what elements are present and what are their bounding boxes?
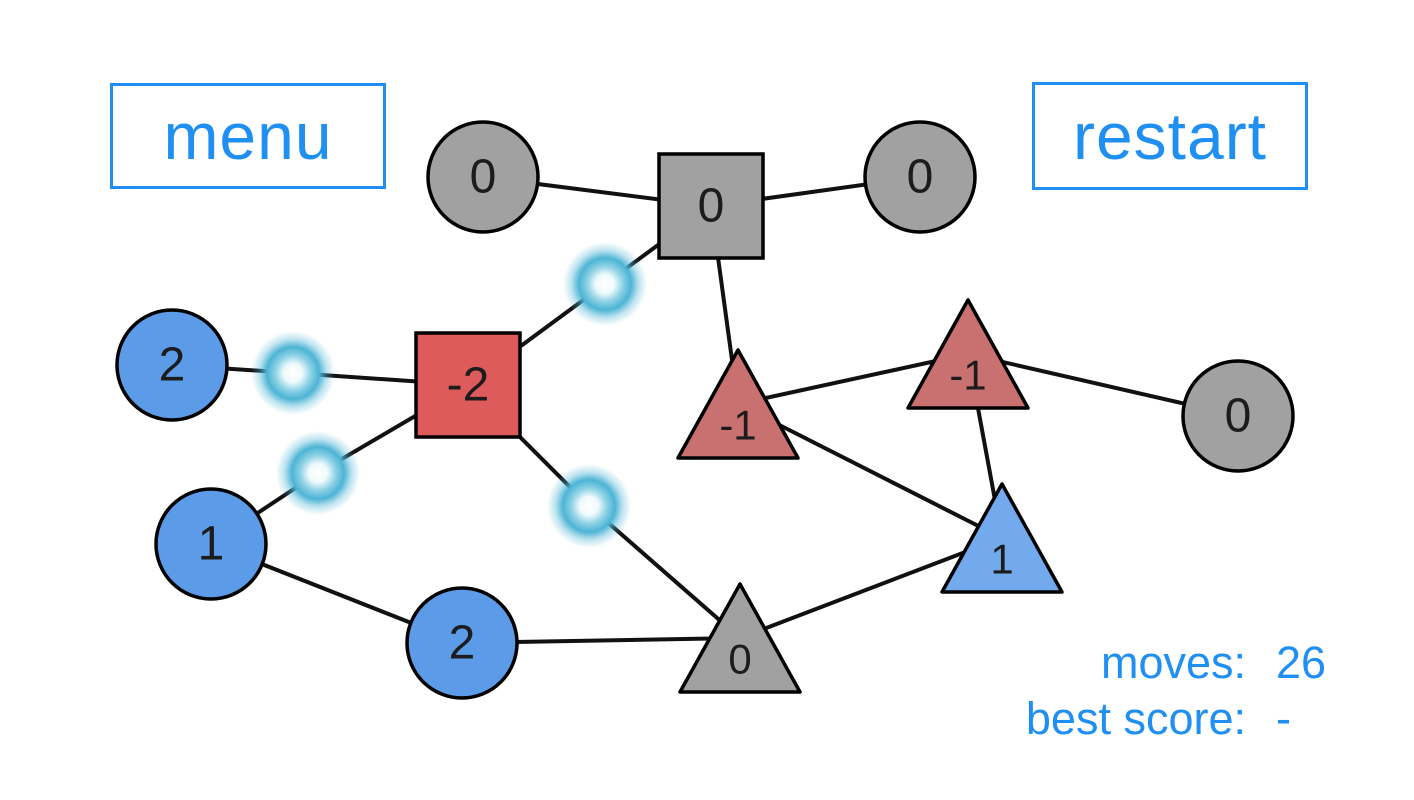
edge-gray-triangle-bottom--blue-triangle-right bbox=[739, 536, 1003, 640]
node-blue-circle-mid-left[interactable]: 1 bbox=[154, 487, 268, 601]
node-red-square-center[interactable]: -2 bbox=[414, 331, 522, 439]
circle-shape[interactable] bbox=[405, 586, 519, 700]
node-value-label: 0 bbox=[470, 151, 497, 204]
restart-button-label: restart bbox=[1072, 99, 1268, 173]
node-value-label: 1 bbox=[990, 536, 1013, 583]
node-value-label: 0 bbox=[728, 636, 751, 683]
node-value-label: -2 bbox=[447, 359, 490, 412]
best-score-label: best score: bbox=[1025, 693, 1246, 744]
node-value-label: 2 bbox=[159, 339, 186, 392]
moves-value: 26 bbox=[1276, 637, 1327, 688]
node-value-label: -1 bbox=[949, 352, 986, 399]
menu-button-label: menu bbox=[163, 99, 333, 173]
triangle-shape[interactable] bbox=[678, 582, 802, 694]
edge-red-triangle-left--red-triangle-right bbox=[737, 352, 969, 406]
edge-glow-marker bbox=[547, 464, 631, 548]
node-gray-square-top[interactable]: 0 bbox=[657, 152, 765, 260]
triangle-shape[interactable] bbox=[940, 482, 1064, 594]
square-shape[interactable] bbox=[414, 331, 522, 439]
node-value-label: 2 bbox=[449, 617, 476, 670]
node-layer: 0 0 0 2 -2 -1 -1 0 1 1 2 0 bbox=[115, 120, 1295, 700]
node-gray-circle-right[interactable]: 0 bbox=[1181, 359, 1295, 473]
moves-label: moves: bbox=[1100, 637, 1246, 688]
node-value-label: -1 bbox=[719, 402, 756, 449]
glow-layer bbox=[251, 242, 647, 548]
node-gray-circle-top-left[interactable]: 0 bbox=[426, 120, 540, 234]
node-blue-circle-left[interactable]: 2 bbox=[115, 308, 229, 422]
restart-button[interactable]: restart bbox=[1032, 82, 1308, 190]
circle-shape[interactable] bbox=[863, 120, 977, 234]
circle-shape[interactable] bbox=[1181, 359, 1295, 473]
triangle-shape[interactable] bbox=[676, 348, 800, 460]
triangle-shape[interactable] bbox=[906, 298, 1030, 410]
edge-glow-marker bbox=[276, 431, 360, 515]
best-score-value: - bbox=[1276, 693, 1291, 744]
circle-shape[interactable] bbox=[426, 120, 540, 234]
node-blue-circle-bottom[interactable]: 2 bbox=[405, 586, 519, 700]
menu-button[interactable]: menu bbox=[110, 83, 386, 189]
node-value-label: 0 bbox=[1225, 390, 1252, 443]
node-gray-circle-top-right[interactable]: 0 bbox=[863, 120, 977, 234]
circle-shape[interactable] bbox=[115, 308, 229, 422]
square-shape[interactable] bbox=[657, 152, 765, 260]
circle-shape[interactable] bbox=[154, 487, 268, 601]
edge-glow-marker bbox=[563, 242, 647, 326]
edge-glow-marker bbox=[251, 331, 335, 415]
node-gray-triangle-bottom[interactable]: 0 bbox=[678, 582, 802, 694]
node-value-label: 0 bbox=[698, 180, 725, 233]
node-blue-triangle-right[interactable]: 1 bbox=[940, 482, 1064, 594]
node-value-label: 0 bbox=[907, 151, 934, 204]
node-value-label: 1 bbox=[198, 518, 225, 571]
node-red-triangle-right[interactable]: -1 bbox=[906, 298, 1030, 410]
score-panel: moves: 26 best score: - bbox=[1026, 637, 1340, 745]
node-red-triangle-left[interactable]: -1 bbox=[676, 348, 800, 460]
